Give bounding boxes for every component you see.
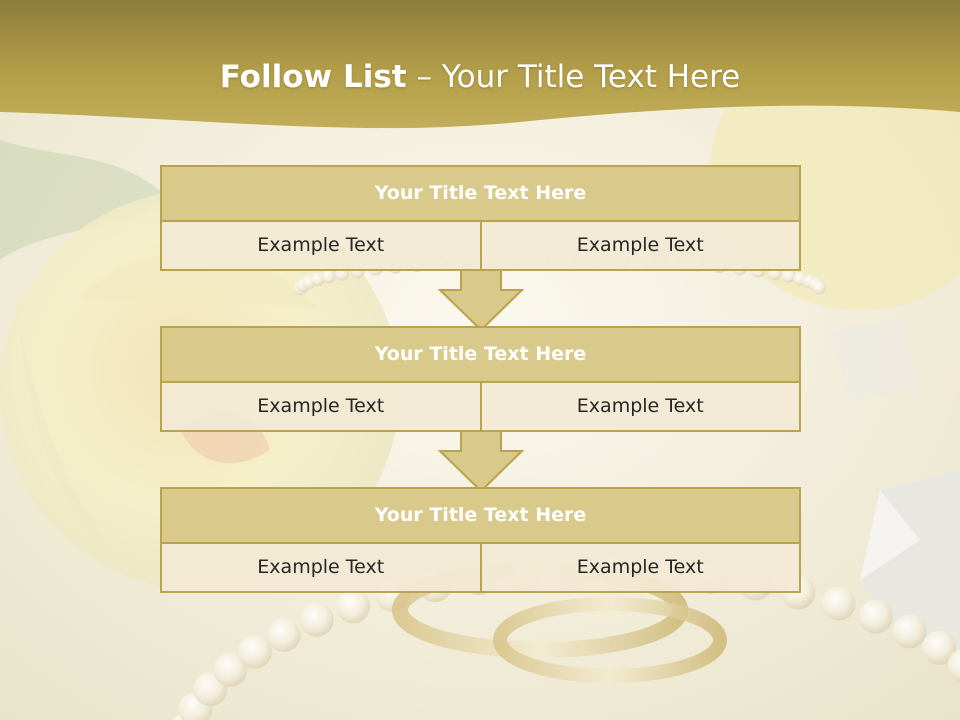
- block-title: Your Title Text Here: [160, 326, 801, 383]
- pearl: [237, 634, 272, 669]
- down-arrow-icon: [438, 431, 524, 493]
- block-title: Your Title Text Here: [160, 487, 801, 544]
- slide-title-bold: Follow List: [219, 59, 407, 95]
- list-block-2: Your Title Text Here Example Text Exampl…: [160, 326, 801, 432]
- block-cell-left: Example Text: [162, 383, 482, 430]
- list-block-3: Your Title Text Here Example Text Exampl…: [160, 487, 801, 593]
- block-cell-left: Example Text: [162, 222, 482, 269]
- slide-title: Follow List – Your Title Text Here: [0, 55, 960, 99]
- pearl: [781, 268, 796, 283]
- pearl: [922, 630, 957, 665]
- pearl: [266, 617, 301, 652]
- pearl: [299, 602, 334, 637]
- block-cell-right: Example Text: [576, 395, 704, 417]
- pearl: [858, 599, 893, 634]
- pearl: [812, 280, 827, 295]
- list-block-1: Your Title Text Here Example Text Exampl…: [160, 165, 801, 271]
- block-row: Example Text Example Text: [160, 222, 801, 271]
- header-band: [0, 0, 960, 129]
- pearl: [321, 269, 336, 284]
- pearl: [892, 614, 927, 649]
- slide-title-rest: – Your Title Text Here: [406, 59, 741, 95]
- block-cell-right: Example Text: [576, 556, 704, 578]
- pearl: [336, 589, 371, 624]
- pearl: [310, 272, 325, 287]
- block-cell-right: Example Text: [576, 234, 704, 256]
- pearl: [213, 652, 248, 687]
- pearl: [821, 586, 856, 621]
- block-row: Example Text Example Text: [160, 383, 801, 432]
- block-row: Example Text Example Text: [160, 544, 801, 593]
- block-title: Your Title Text Here: [160, 165, 801, 222]
- block-cell-left: Example Text: [162, 544, 482, 591]
- pearl: [947, 649, 960, 683]
- down-arrow-icon: [438, 270, 524, 332]
